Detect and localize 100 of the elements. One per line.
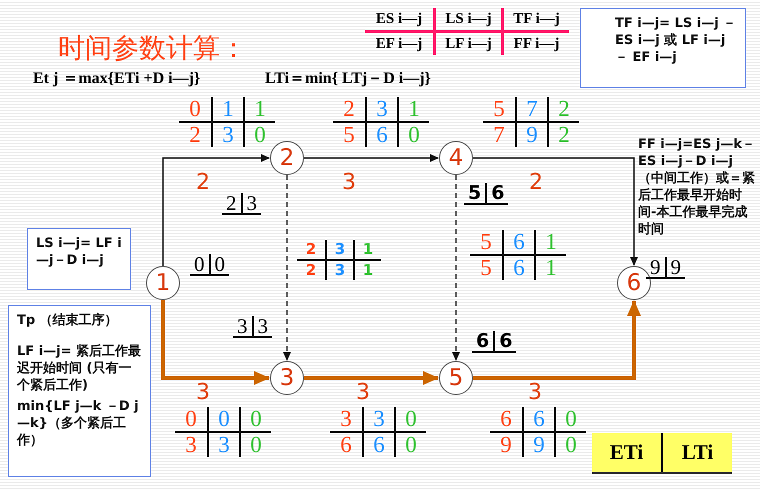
table-header: TF i—j	[501, 8, 569, 33]
arrow	[161, 300, 270, 385]
grid-value: 1	[243, 97, 275, 123]
event-circle: 1	[146, 266, 180, 300]
time-value: 6	[493, 331, 516, 351]
grid-value: 5	[342, 123, 356, 147]
grid-value: 5	[479, 256, 493, 280]
grid-value: 0	[175, 407, 207, 433]
arrow	[283, 175, 291, 361]
grid-value: 3	[184, 433, 198, 457]
key-label: ETi	[608, 439, 644, 466]
grid-value: 9	[515, 123, 547, 147]
grid-value: 2	[188, 123, 202, 147]
event-circle: 4	[439, 141, 473, 175]
key-box	[592, 433, 732, 474]
note-box	[580, 8, 746, 88]
grid-value: 1	[353, 240, 381, 261]
time-value: 6	[475, 331, 490, 351]
formula-note: FF i—j=ES j—k－ES i—j－D i—j（中间工作）或＝紧后工作最早开始时间-本工作最早完成时间	[638, 136, 756, 238]
grid-value: 0	[243, 123, 275, 147]
edge-label: 2	[196, 170, 210, 195]
grid-value: 0	[179, 97, 211, 123]
grid-value: 6	[365, 123, 397, 147]
grid-value: 2	[297, 240, 325, 261]
edge-label: 3	[342, 170, 356, 195]
grid-value: 6	[490, 407, 522, 433]
grid-value: 1	[534, 256, 566, 280]
grid-value: 9	[499, 433, 513, 457]
edge-label: 2	[529, 170, 543, 195]
note-text: LF i—j= 紧后工作最迟开始时间 (只有一个紧后工作)	[17, 343, 142, 394]
table-header: LF i—j	[433, 33, 501, 55]
time-value: 2	[225, 193, 238, 213]
grid-value: 6	[502, 230, 534, 256]
grid-value: 1	[534, 230, 566, 256]
grid-value: 5	[470, 230, 502, 256]
arrow	[304, 371, 439, 385]
grid-value: 2	[333, 97, 365, 123]
grid-value: 2	[547, 97, 579, 123]
note-text: min{LF j—k －D j—k}（多个紧后工作）	[17, 398, 140, 449]
arrow	[162, 154, 270, 266]
formula: Et j ＝max{ETi +D i—j}	[33, 69, 200, 89]
grid-value: 0	[207, 407, 239, 433]
event-circle: 3	[270, 361, 304, 395]
grid-value: 0	[394, 433, 426, 457]
grid-value: 5	[483, 97, 515, 123]
time-value: 3	[240, 193, 261, 213]
edge-label: 3	[356, 380, 370, 405]
time-value: 3	[236, 316, 248, 336]
grid-value: 3	[325, 240, 353, 261]
grid-value: 6	[339, 433, 353, 457]
note-box	[8, 305, 151, 477]
grid-value: 0	[554, 433, 586, 457]
table-header: LS i—j	[433, 8, 501, 33]
grid-value: 0	[239, 407, 271, 433]
key-label: LTi	[661, 433, 732, 472]
grid-value: 0	[554, 407, 586, 433]
grid-value: 0	[239, 433, 271, 457]
grid-value: 0	[397, 123, 429, 147]
grid-value: 1	[353, 261, 381, 280]
grid-value: 6	[522, 407, 554, 433]
grid-value: 2	[304, 261, 318, 280]
event-circle: 5	[439, 361, 473, 395]
grid-value: 2	[547, 123, 579, 147]
grid-value: 3	[325, 261, 353, 280]
grid-value: 6	[362, 433, 394, 457]
event-circle: 6	[617, 266, 651, 300]
table-header: EF i—j	[374, 35, 424, 54]
event-circle: 2	[270, 141, 304, 175]
table-header: FF i—j	[501, 33, 569, 55]
grid-value: 1	[397, 97, 429, 123]
grid-value: 3	[211, 123, 243, 147]
arrow	[304, 154, 439, 162]
grid-value: 3	[207, 433, 239, 457]
table-header: ES i—j	[365, 8, 433, 33]
note-text: LS i—j= LF i—j－D i—j	[36, 235, 122, 269]
grid-value: 3	[365, 97, 397, 123]
time-value: 0	[193, 254, 206, 274]
grid-value: 1	[211, 97, 243, 123]
grid-value: 3	[330, 407, 362, 433]
time-value: 0	[208, 254, 229, 274]
grid-value: 7	[492, 123, 506, 147]
edge-label: 3	[528, 380, 542, 405]
grid-value: 7	[515, 97, 547, 123]
page-title: 时间参数计算：	[58, 32, 247, 66]
time-value: 6	[485, 183, 508, 203]
edge-label: 3	[196, 380, 210, 405]
grid-value: 9	[522, 433, 554, 457]
note-box	[27, 228, 131, 290]
grid-value: 3	[362, 407, 394, 433]
time-value: 9	[664, 257, 685, 277]
grid-value: 0	[394, 407, 426, 433]
note-text: Tp （结束工序）	[17, 312, 119, 329]
time-value: 5	[467, 183, 482, 203]
note-text: TF i—j= LS i—j －ES i—j 或 LF i—j － EF i—j	[615, 15, 737, 66]
formula: LTi＝min{ LTj－D i—j}	[265, 69, 431, 89]
time-value: 3	[252, 316, 272, 336]
time-value: 9	[649, 257, 662, 277]
grid-value: 6	[502, 256, 534, 280]
arrow	[473, 300, 641, 380]
arrow	[473, 157, 638, 266]
